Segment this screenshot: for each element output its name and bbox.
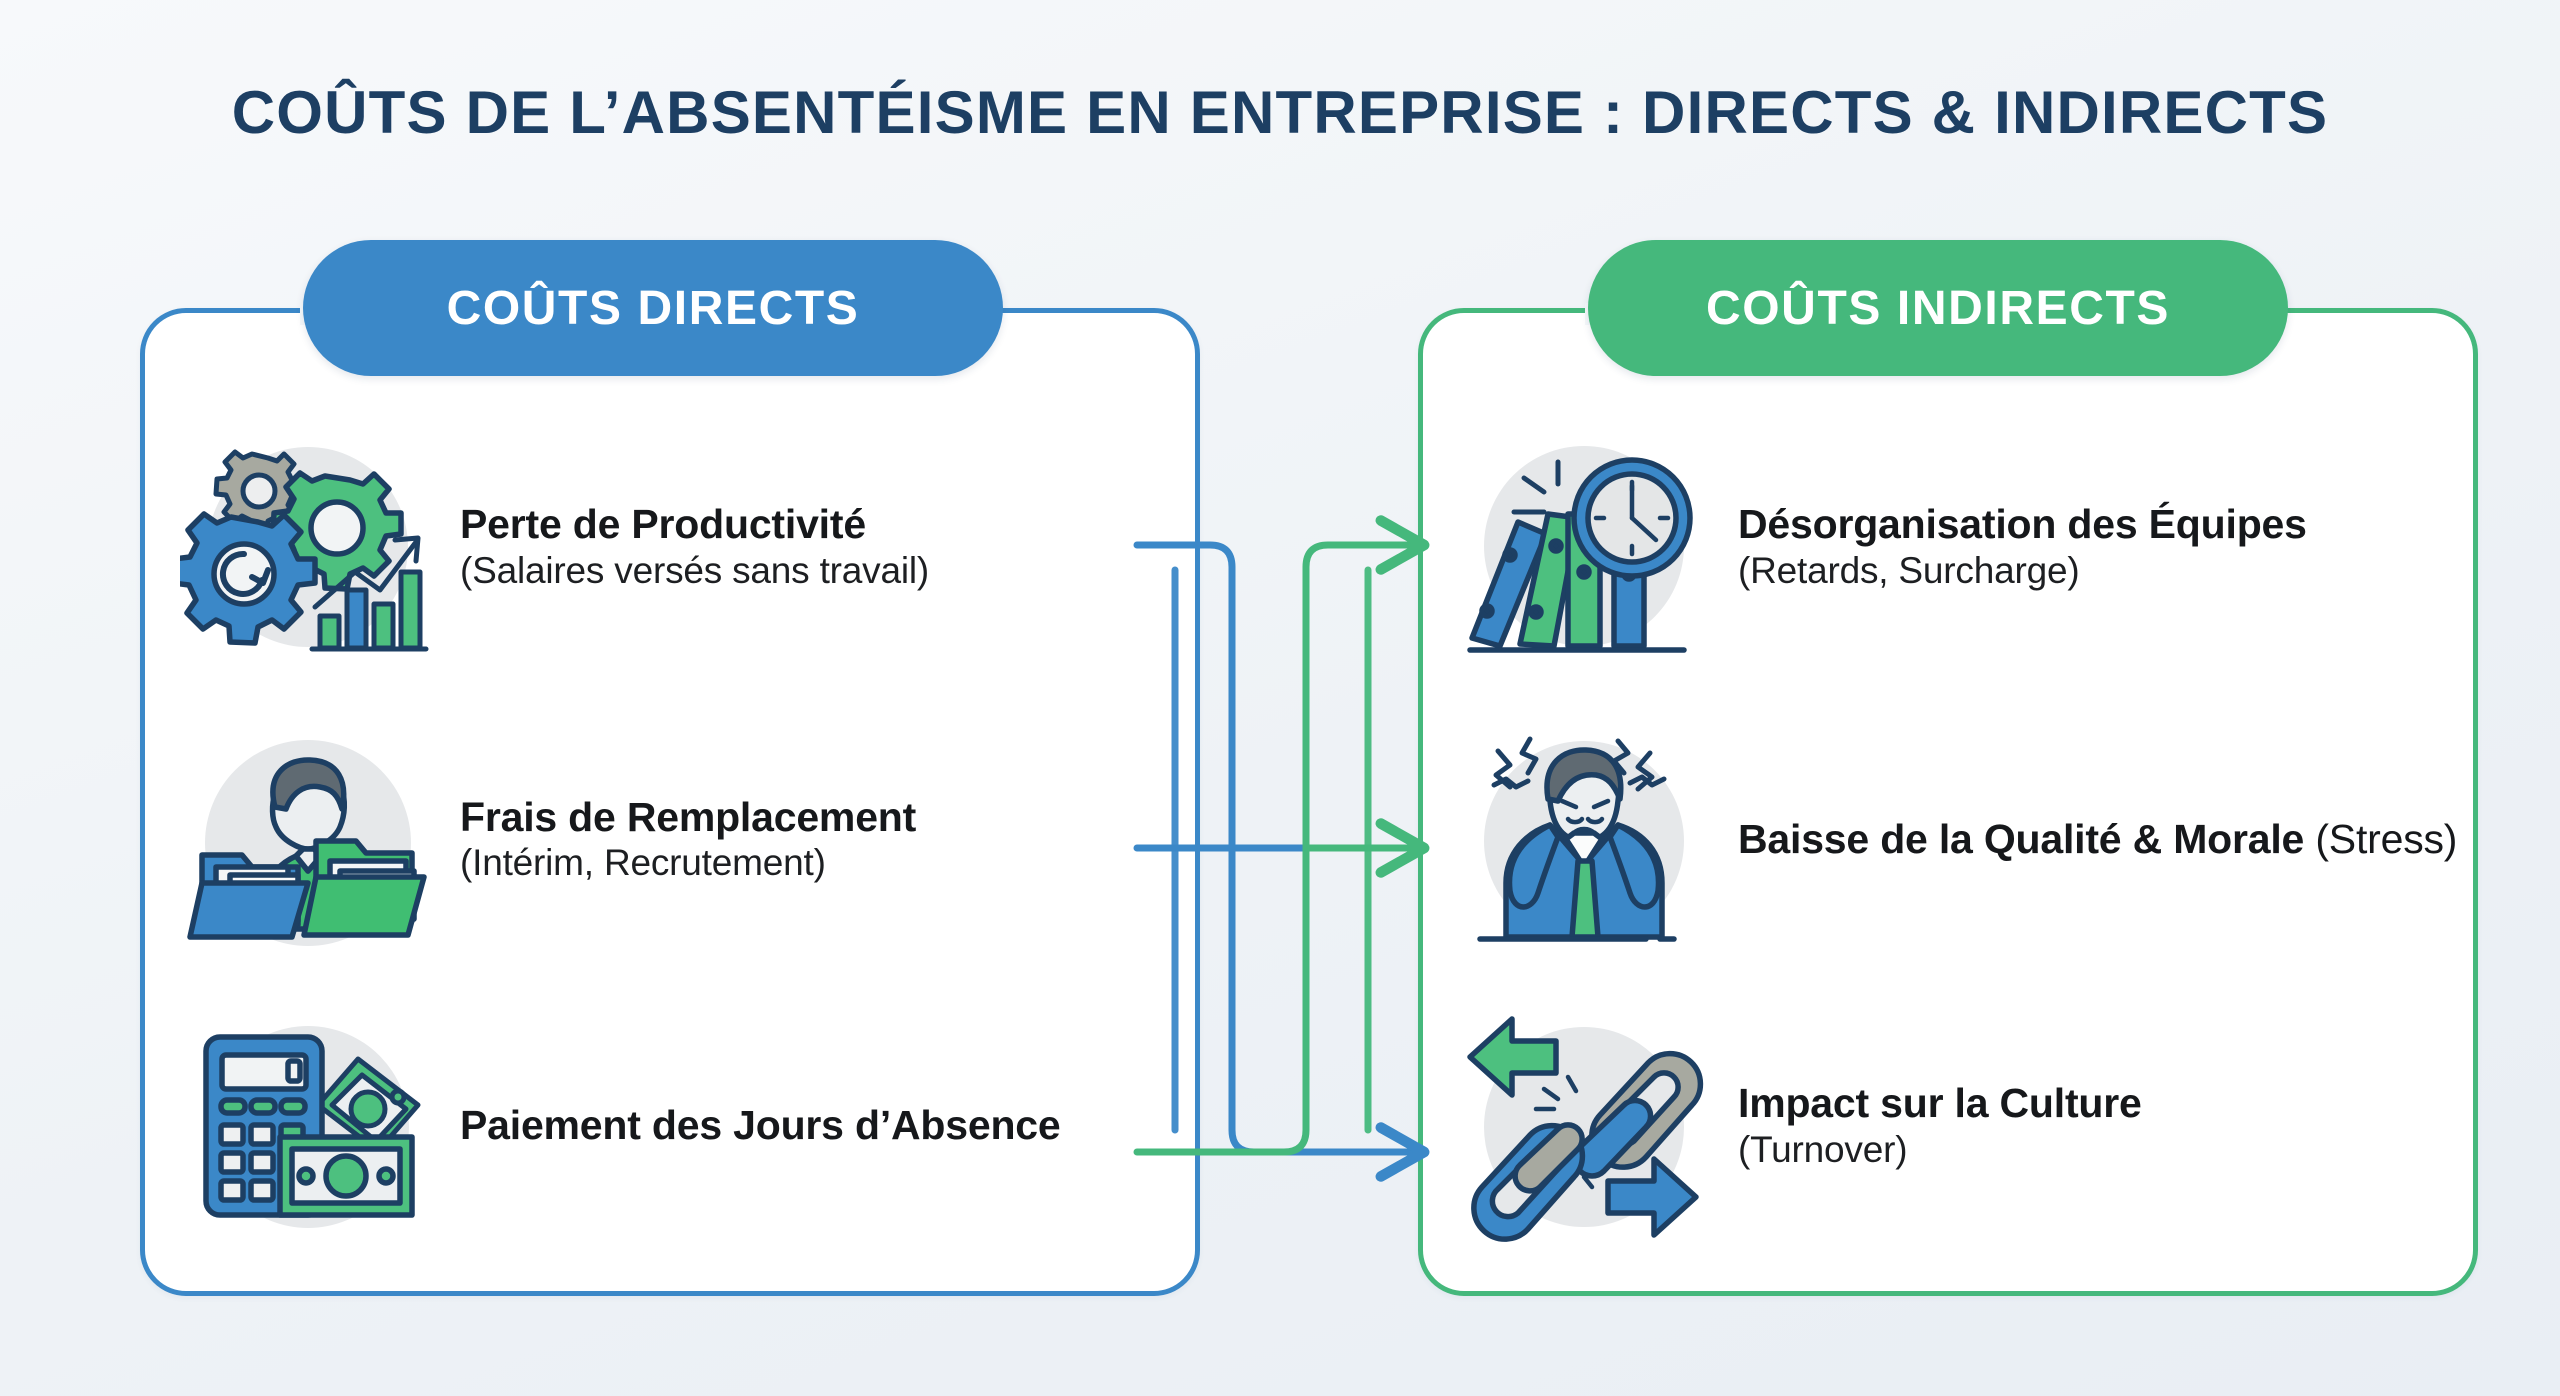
pill-indirect-label: COÛTS INDIRECTS: [1705, 281, 2170, 335]
item-text-block: Désorganisation des Équipes (Retards, Su…: [1738, 501, 2468, 593]
item-text-block: Impact sur la Culture (Turnover): [1738, 1080, 2468, 1172]
broken-chain-arrows-icon: [1458, 1001, 1708, 1251]
dominoes-clock-icon: [1458, 422, 1708, 672]
item-title: Baisse de la Qualité & Morale (Stress): [1738, 816, 2468, 864]
item-text-block: Frais de Remplacement (Intérim, Recrutem…: [460, 794, 1180, 886]
list-item[interactable]: Baisse de la Qualité & Morale (Stress): [1458, 712, 2468, 967]
list-item[interactable]: Désorganisation des Équipes (Retards, Su…: [1458, 422, 2468, 672]
calculator-money-icon: [180, 1001, 430, 1251]
item-subtitle: (Turnover): [1738, 1128, 1908, 1170]
list-item[interactable]: Frais de Remplacement (Intérim, Recrutem…: [180, 712, 1180, 967]
item-subtitle: (Stress): [2315, 815, 2458, 862]
list-item[interactable]: Perte de Productivité (Salaires versés s…: [180, 422, 1180, 672]
item-title-text: Baisse de la Qualité & Morale: [1738, 815, 2305, 862]
item-title: Désorganisation des Équipes: [1738, 501, 2307, 548]
item-text-block: Baisse de la Qualité & Morale (Stress): [1738, 816, 2468, 864]
item-title: Paiement des Jours d’Absence: [460, 1102, 1061, 1149]
item-text-block: Paiement des Jours d’Absence: [460, 1102, 1180, 1150]
list-item[interactable]: Paiement des Jours d’Absence: [180, 1000, 1180, 1252]
item-subtitle: (Intérim, Recrutement): [460, 842, 826, 884]
item-title: Impact sur la Culture: [1738, 1080, 2142, 1127]
person-folders-icon: [180, 715, 430, 965]
item-text-block: Perte de Productivité (Salaires versés s…: [460, 501, 1180, 593]
stressed-person-icon: [1458, 715, 1708, 965]
pill-direct-label: COÛTS DIRECTS: [446, 281, 860, 335]
list-item[interactable]: Impact sur la Culture (Turnover): [1458, 1000, 2468, 1252]
pill-indirect-costs: COÛTS INDIRECTS: [1588, 240, 2288, 376]
item-title: Perte de Productivité: [460, 501, 866, 548]
page-title: COÛTS DE L’ABSENTÉISME EN ENTREPRISE : D…: [231, 79, 2329, 146]
item-title: Frais de Remplacement: [460, 793, 917, 840]
item-subtitle: (Retards, Surcharge): [1738, 549, 2080, 591]
pill-direct-costs: COÛTS DIRECTS: [303, 240, 1003, 376]
item-subtitle: (Salaires versés sans travail): [460, 549, 929, 591]
gears-productivity-icon: [180, 422, 430, 672]
